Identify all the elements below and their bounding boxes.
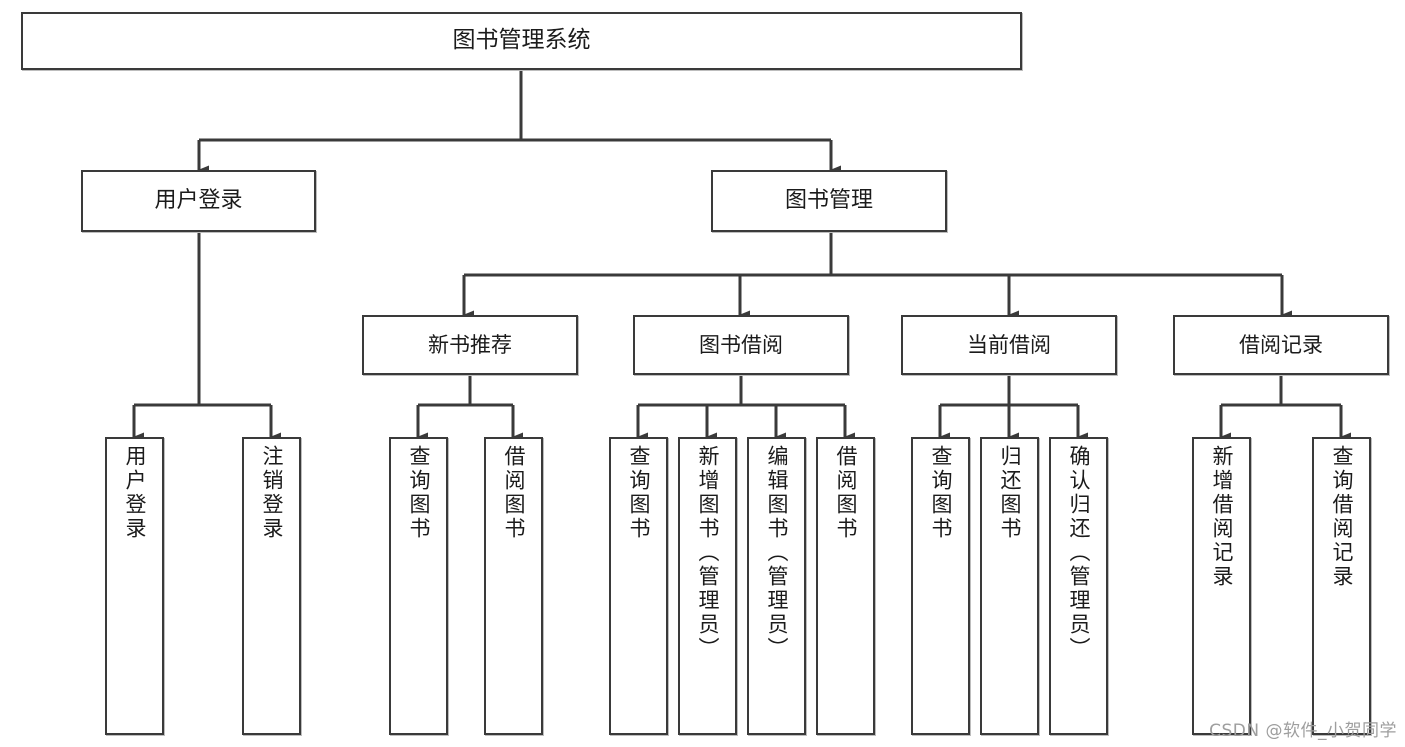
node-leaf-query-book-3-label: 查询图书 [929, 445, 953, 541]
node-leaf-edit-book-label: 编辑图书（管理员） [765, 445, 789, 661]
node-new-book-rec[interactable]: 新书推荐 [362, 315, 578, 375]
node-leaf-query-book-2-label: 查询图书 [627, 445, 651, 541]
node-leaf-add-book[interactable]: 新增图书（管理员） [678, 437, 737, 735]
node-leaf-confirm-return[interactable]: 确认归还（管理员） [1049, 437, 1108, 735]
node-root-label: 图书管理系统 [452, 27, 591, 54]
node-leaf-query-record-label: 查询借阅记录 [1330, 445, 1354, 589]
node-leaf-add-record[interactable]: 新增借阅记录 [1192, 437, 1251, 735]
node-leaf-logout-label: 注销登录 [260, 445, 284, 541]
node-leaf-edit-book[interactable]: 编辑图书（管理员） [747, 437, 806, 735]
node-book-manage-label: 图书管理 [784, 188, 873, 214]
node-leaf-add-book-label: 新增图书（管理员） [696, 445, 720, 661]
node-borrow-record-label: 借阅记录 [1239, 332, 1323, 357]
node-leaf-return-book[interactable]: 归还图书 [980, 437, 1039, 735]
node-borrow-record[interactable]: 借阅记录 [1173, 315, 1389, 375]
node-leaf-logout[interactable]: 注销登录 [242, 437, 301, 735]
node-leaf-query-book-3[interactable]: 查询图书 [911, 437, 970, 735]
node-leaf-borrow-book-2[interactable]: 借阅图书 [816, 437, 875, 735]
node-leaf-borrow-book-1[interactable]: 借阅图书 [484, 437, 543, 735]
node-book-borrow-label: 图书借阅 [699, 332, 783, 357]
node-leaf-query-book-2[interactable]: 查询图书 [609, 437, 668, 735]
node-leaf-confirm-return-label: 确认归还（管理员） [1067, 445, 1091, 661]
node-leaf-add-record-label: 新增借阅记录 [1210, 445, 1234, 589]
node-leaf-user-login[interactable]: 用户登录 [105, 437, 164, 735]
node-leaf-query-book-1[interactable]: 查询图书 [389, 437, 448, 735]
node-leaf-borrow-book-1-label: 借阅图书 [502, 445, 526, 541]
node-book-borrow[interactable]: 图书借阅 [633, 315, 849, 375]
node-user-login[interactable]: 用户登录 [81, 170, 316, 232]
node-current-borrow-label: 当前借阅 [967, 332, 1051, 357]
node-leaf-query-book-1-label: 查询图书 [407, 445, 431, 541]
node-root[interactable]: 图书管理系统 [21, 12, 1022, 70]
node-new-book-rec-label: 新书推荐 [428, 332, 512, 357]
node-book-manage[interactable]: 图书管理 [711, 170, 947, 232]
node-leaf-user-login-label: 用户登录 [123, 445, 147, 541]
node-leaf-borrow-book-2-label: 借阅图书 [834, 445, 858, 541]
node-current-borrow[interactable]: 当前借阅 [901, 315, 1117, 375]
node-leaf-return-book-label: 归还图书 [998, 445, 1022, 541]
node-user-login-label: 用户登录 [154, 188, 243, 214]
node-leaf-query-record[interactable]: 查询借阅记录 [1312, 437, 1371, 735]
